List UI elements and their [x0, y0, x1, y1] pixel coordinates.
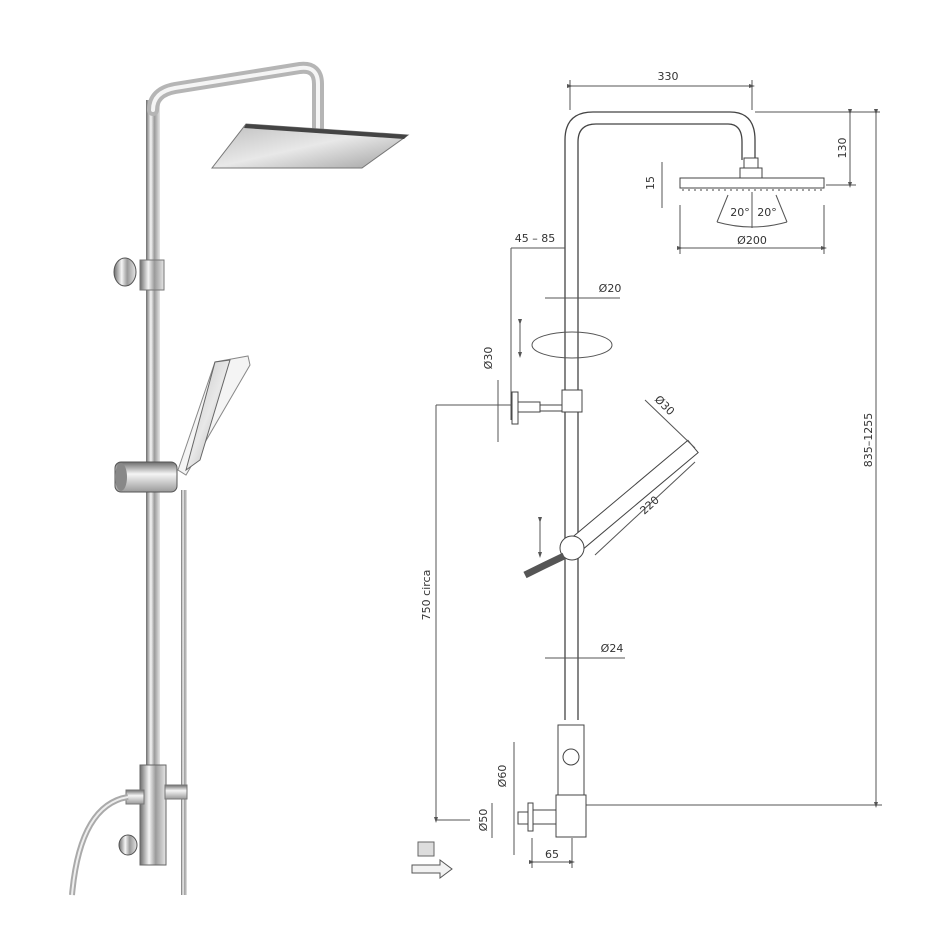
dim-lower-tube: Ø24	[601, 642, 624, 655]
water-inlet-arrow-icon	[411, 859, 453, 879]
wall-inlet-icon	[417, 841, 435, 857]
dim-head-diameter: Ø200	[737, 234, 767, 247]
dim-15: 15	[644, 176, 657, 190]
dim-upper-tube: Ø20	[599, 282, 622, 295]
angle-left: 20°	[730, 206, 750, 219]
dim-130: 130	[836, 138, 849, 159]
technical-drawing: 330 130 15 20° 20° Ø200 835–1255 45 – 85…	[411, 70, 882, 879]
dim-inlet-centers: Ø50	[477, 809, 490, 832]
hose-outline	[523, 552, 566, 579]
dim-bracket: Ø30	[482, 347, 495, 370]
diverter	[139, 764, 167, 866]
slider-outline	[559, 535, 585, 561]
hose	[181, 490, 187, 895]
dim-wall-offset: 45 – 85	[515, 232, 556, 245]
dim-330: 330	[658, 70, 679, 83]
angle-right: 20°	[757, 206, 777, 219]
wall-bracket	[113, 257, 137, 287]
riser-tube	[146, 100, 160, 820]
product-photo	[69, 61, 410, 896]
dim-inlet-height: 750 circa	[420, 570, 433, 621]
dim-total-height: 835–1255	[862, 413, 875, 468]
dim-inlet-depth: 65	[545, 848, 559, 861]
head-plate	[679, 177, 825, 189]
dim-inlet-rosette: Ø60	[496, 765, 509, 788]
rotation-arrow-icon	[531, 331, 613, 359]
